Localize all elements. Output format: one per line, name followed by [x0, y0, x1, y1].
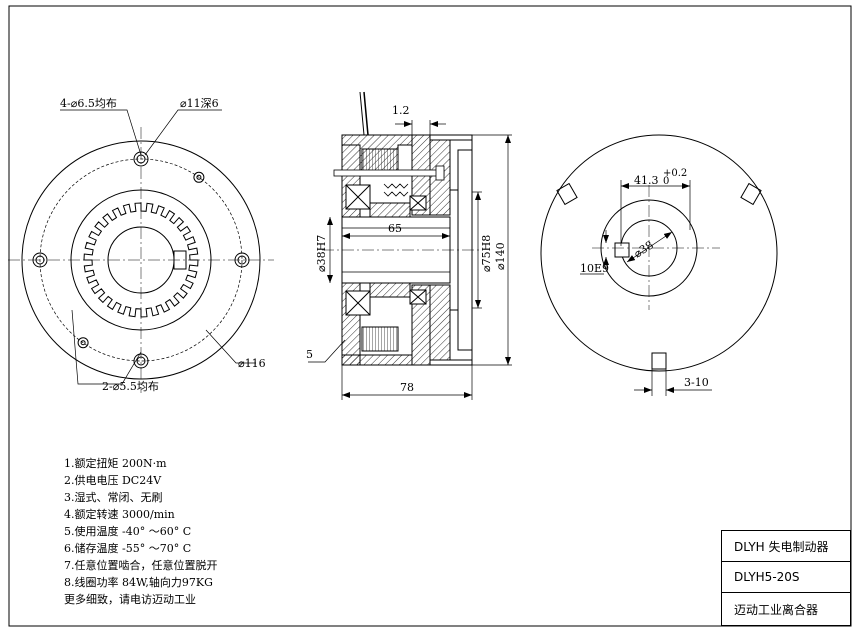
label-gap: 1.2 [392, 104, 410, 117]
mounting-hole [32, 252, 48, 268]
section-view [322, 91, 482, 366]
label-holes-b: 2-⌀5.5均布 [102, 380, 159, 393]
front-view-leaders [60, 109, 256, 385]
title-block-company: 迈动工业离合器 [721, 592, 851, 626]
spec-item: 1.额定扭矩 200N·m [64, 457, 167, 470]
mounting-hole [234, 252, 250, 268]
spec-item: 更多细致，请电访迈动工业 [64, 593, 196, 606]
front-view [8, 127, 274, 393]
rear-view-dimensions [580, 180, 712, 396]
label-shaft-d: ⌀38 [632, 238, 656, 260]
mounting-hole-inner [35, 255, 45, 265]
spec-item: 5.使用温度 -40° ～60° C [64, 525, 192, 538]
label-width: 78 [400, 381, 414, 394]
spec-list: 1.额定扭矩 200N·m 2.供电电压 DC24V 3.湿式、常闭、无刷 4.… [64, 455, 218, 608]
label-counterbore: ⌀11深6 [180, 97, 219, 110]
spec-item: 3.湿式、常闭、无刷 [64, 491, 163, 504]
spec-item: 6.储存温度 -55° ～70° C [64, 542, 192, 555]
mounting-hole [77, 337, 89, 349]
mounting-hole-inner [80, 340, 86, 346]
section-dimensions [308, 120, 512, 400]
drawing-frame [8, 5, 852, 627]
label-chamfer: 5 [306, 348, 313, 361]
spec-item: 2.供电电压 DC24V [64, 474, 162, 487]
mounting-hole-inner [136, 356, 146, 366]
label-keyway-tol-upper: +0.2 [663, 168, 687, 179]
mounting-hole [193, 171, 205, 183]
mounting-hole-inner [237, 255, 247, 265]
label-bore: ⌀38H7 [315, 235, 328, 272]
label-holes-a: 4-⌀6.5均布 [60, 97, 117, 110]
label-keyway-tol-lower: 0 [663, 176, 669, 187]
title-block-model: DLYH5-20S [721, 561, 851, 593]
label-key-width: 10E9 [580, 262, 609, 275]
spec-item: 4.额定转速 3000/min [64, 508, 175, 521]
title-block-product: DLYH 失电制动器 [721, 530, 851, 562]
spec-item: 8.线圈功率 84W,轴向力97KG [64, 576, 213, 589]
label-pcd: ⌀116 [238, 357, 266, 370]
mounting-hole-inner [196, 174, 202, 180]
label-spigot: ⌀75H8 [480, 235, 493, 272]
spec-item: 7.任意位置啮合，任意位置脱开 [64, 559, 218, 572]
label-outer-d: ⌀140 [494, 242, 507, 270]
mounting-hole [133, 353, 149, 369]
label-keyway-depth: 41.3 [634, 174, 659, 187]
rear-view [540, 134, 778, 372]
label-slot: 3-10 [684, 376, 709, 389]
mounting-hole [133, 151, 149, 167]
label-hub-len: 65 [388, 222, 402, 235]
